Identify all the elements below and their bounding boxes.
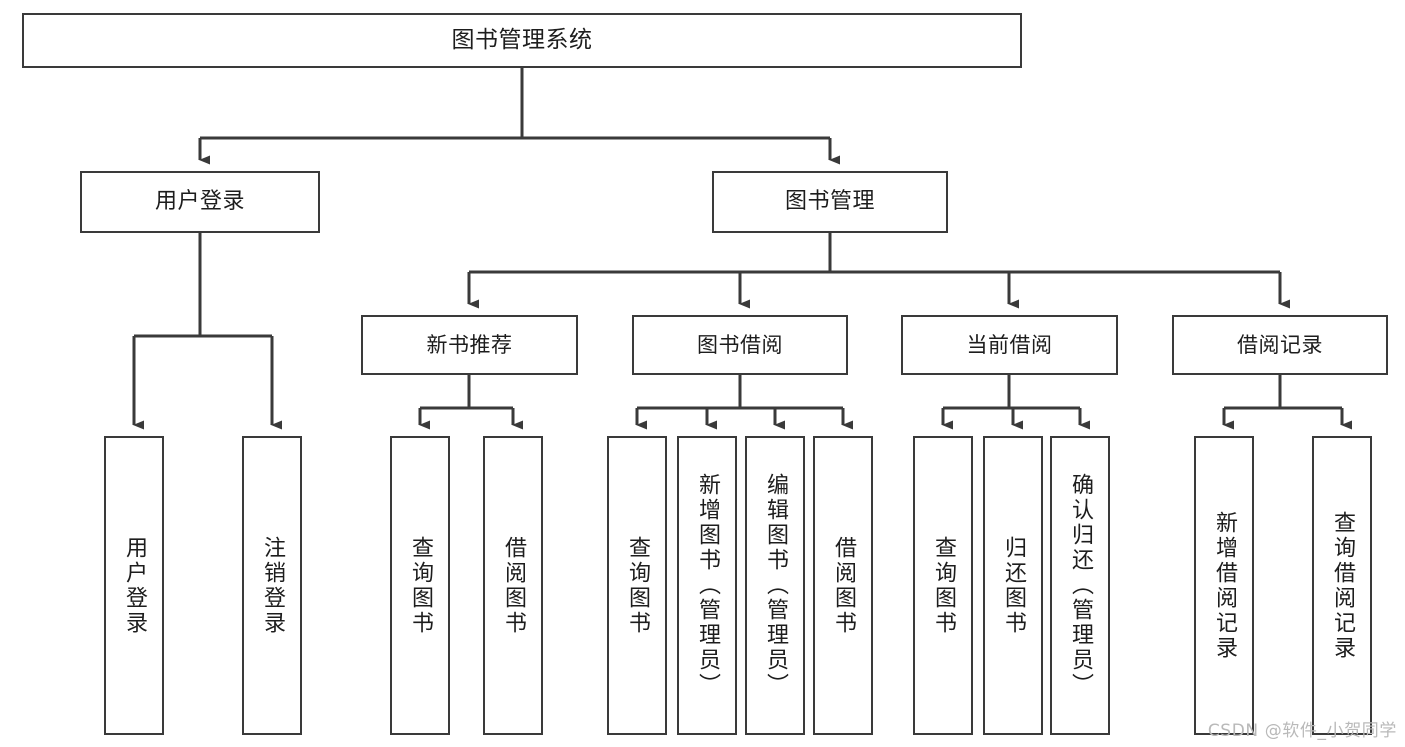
node-leaf-borrow-book-2[interactable]: 借阅图书 [813,436,873,735]
node-leaf-query-book-1-label: 查询图书 [408,535,433,636]
node-leaf-add-record-label: 新增借阅记录 [1212,510,1237,661]
node-book-borrow-label: 图书借阅 [697,332,783,357]
node-leaf-confirm-return-label: 确认归还（管理员） [1068,473,1093,698]
node-leaf-add-book[interactable]: 新增图书（管理员） [677,436,737,735]
node-leaf-user-logout[interactable]: 注销登录 [242,436,302,735]
node-borrow-record[interactable]: 借阅记录 [1172,315,1388,375]
node-leaf-query-book-2-label: 查询图书 [625,535,650,636]
watermark-text: CSDN @软件_小贺同学 [1207,721,1397,741]
node-book-manage[interactable]: 图书管理 [712,171,948,233]
node-leaf-add-record[interactable]: 新增借阅记录 [1194,436,1254,735]
node-leaf-user-logout-label: 注销登录 [260,535,285,636]
node-leaf-borrow-book-1-label: 借阅图书 [501,535,526,636]
node-book-manage-label: 图书管理 [784,189,875,215]
node-current-borrow-label: 当前借阅 [966,332,1053,357]
node-leaf-edit-book-label: 编辑图书（管理员） [763,473,788,698]
node-user-login-label: 用户登录 [154,189,245,215]
node-leaf-add-book-label: 新增图书（管理员） [695,473,720,698]
node-leaf-query-record-label: 查询借阅记录 [1330,510,1355,661]
node-root[interactable]: 图书管理系统 [22,13,1022,68]
node-leaf-borrow-book-2-label: 借阅图书 [831,535,856,636]
node-leaf-user-login[interactable]: 用户登录 [104,436,164,735]
node-root-label: 图书管理系统 [451,26,593,53]
node-borrow-record-label: 借阅记录 [1237,332,1323,357]
node-leaf-query-book-1[interactable]: 查询图书 [390,436,450,735]
node-leaf-return-book[interactable]: 归还图书 [983,436,1043,735]
node-current-borrow[interactable]: 当前借阅 [901,315,1118,375]
node-new-book-rec-label: 新书推荐 [426,332,513,357]
node-leaf-return-book-label: 归还图书 [1001,535,1026,636]
node-leaf-borrow-book-1[interactable]: 借阅图书 [483,436,543,735]
node-user-login[interactable]: 用户登录 [80,171,320,233]
node-leaf-confirm-return[interactable]: 确认归还（管理员） [1050,436,1110,735]
node-leaf-query-book-3[interactable]: 查询图书 [913,436,973,735]
node-leaf-user-login-label: 用户登录 [122,535,147,636]
node-book-borrow[interactable]: 图书借阅 [632,315,848,375]
node-new-book-rec[interactable]: 新书推荐 [361,315,578,375]
node-leaf-edit-book[interactable]: 编辑图书（管理员） [745,436,805,735]
node-leaf-query-book-2[interactable]: 查询图书 [607,436,667,735]
node-leaf-query-book-3-label: 查询图书 [931,535,956,636]
node-leaf-query-record[interactable]: 查询借阅记录 [1312,436,1372,735]
